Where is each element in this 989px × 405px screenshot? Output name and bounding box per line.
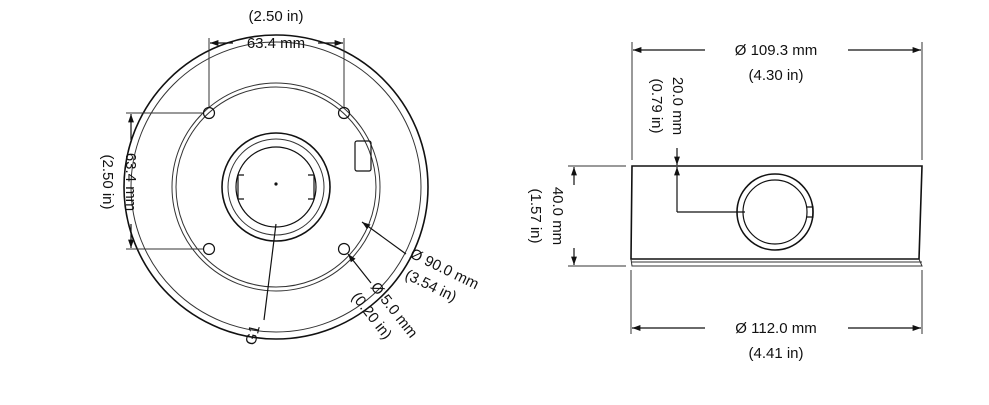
bore-inner (235, 146, 317, 228)
mount-hole-br (337, 242, 351, 256)
bottom-dia-mm: Ø 112.0 mm (735, 320, 816, 337)
side-view: Ø 109.3 mm (4.30 in) 20.0 mm (0.79 in) 4… (527, 42, 923, 362)
g1-leader (263, 223, 277, 321)
outer-ring-inner (130, 41, 422, 333)
outer-ring (123, 34, 429, 340)
left-dim-inch: (2.50 in) (99, 154, 116, 209)
top-dim-inch: (2.50 in) (248, 8, 303, 25)
top-dim-mm: 63.4 mm (247, 35, 305, 52)
side-port (736, 173, 814, 251)
left-dim-mm: 63.4 mm (122, 153, 139, 211)
bore-outer (221, 132, 331, 242)
side-tab (354, 140, 372, 172)
g1-label: G1 (242, 323, 263, 347)
outer-dia-leader (361, 221, 407, 255)
height-inch: (1.57 in) (527, 188, 544, 243)
side-port-inner (742, 179, 808, 245)
mount-hole-tl (202, 106, 216, 120)
offset-mm: 20.0 mm (669, 77, 686, 135)
side-port-notch (807, 206, 814, 218)
center-point (274, 182, 278, 186)
top-dia-mm: Ø 109.3 mm (735, 42, 818, 59)
front-view: (2.50 in) 63.4 mm 63.4 mm (2.50 in) Ø 90… (99, 8, 481, 347)
bore-ring (227, 138, 325, 236)
offset-inch: (0.79 in) (648, 78, 665, 133)
height-mm: 40.0 mm (549, 187, 566, 245)
bottom-dia-inch: (4.41 in) (748, 345, 803, 362)
flange-ring-inner (175, 86, 377, 288)
flange-ring (171, 82, 381, 292)
mount-hole-bl (202, 242, 216, 256)
mount-hole-tr (337, 106, 351, 120)
hole-dia-leader (347, 253, 372, 284)
bore-notch (237, 174, 315, 200)
top-dia-inch: (4.30 in) (748, 67, 803, 84)
